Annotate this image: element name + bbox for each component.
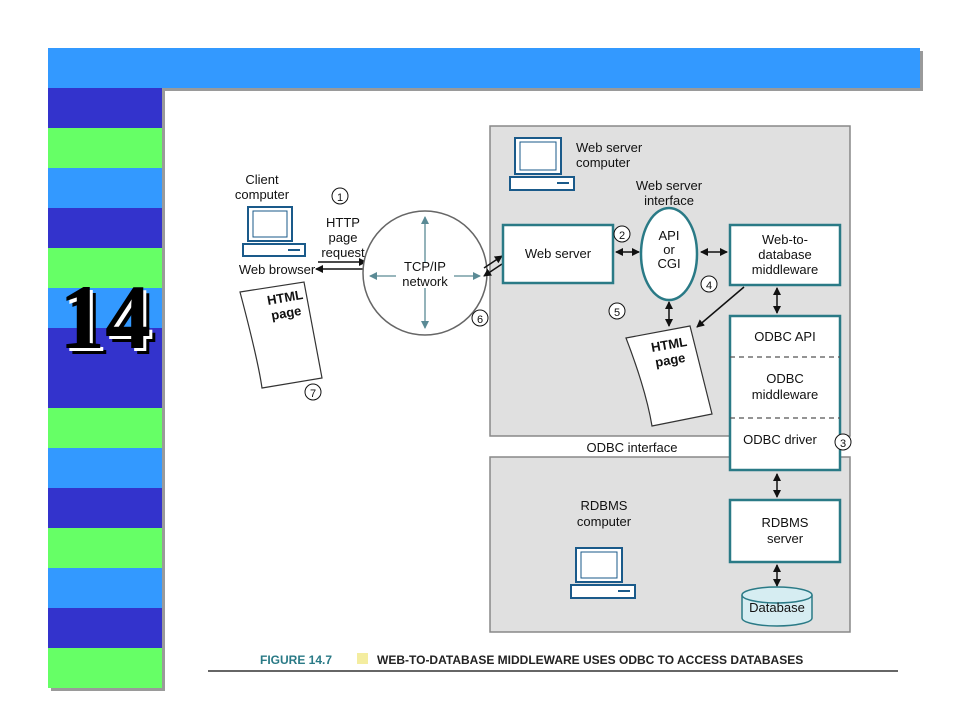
caption-square-icon [357,653,368,664]
web-server-computer-icon [509,137,575,191]
web-server-interface-line1: Web server [636,178,703,193]
web-browser-label: Web browser [239,262,316,277]
stripe [48,448,162,488]
stripe [48,608,162,648]
server-html-page-icon [625,325,713,427]
stripe [48,168,162,208]
stripe [48,248,162,288]
step-6-marker: 6 [471,309,489,327]
step-7-marker: 7 [304,383,322,401]
web-server-box [501,223,615,285]
rdbms-computer-line1: RDBMS [581,498,628,513]
web-server-computer-line2: computer [576,155,631,170]
client-title-line1: Client [245,172,279,187]
client-html-page-line2: page [270,303,302,323]
stripe [48,208,162,248]
svg-text:1: 1 [337,192,343,204]
step-2-marker: 2 [613,225,631,243]
middleware-line3: middleware [752,262,818,277]
odbc-middleware-line2: middleware [752,387,818,402]
api-label-line2: or [663,242,675,257]
svg-text:7: 7 [310,388,316,400]
stripe [48,568,162,608]
stripe [48,328,162,368]
top-banner-bar [48,48,920,88]
server-html-page-line1: HTML [650,334,688,355]
odbc-interface-label: ODBC interface [586,440,677,455]
server-html-page-line2: page [654,350,686,370]
middleware-line1: Web-to- [762,232,808,247]
rdbms-server-line2: server [767,531,804,546]
step-1-marker: 1 [331,187,349,205]
svg-text:4: 4 [706,280,712,292]
stripe [48,368,162,408]
stripe [48,408,162,448]
database-cylinder-icon [741,586,813,627]
api-label-line1: API [659,228,680,243]
stripe [48,128,162,168]
middleware-box [728,223,842,287]
step-3-marker: 3 [834,433,852,451]
figure-title: WEB-TO-DATABASE MIDDLEWARE USES ODBC TO … [377,653,803,667]
odbc-stack-box [728,314,842,472]
api-label-line3: CGI [657,256,680,271]
api-cgi-ellipse [639,206,699,302]
client-html-page-icon [239,281,323,389]
stripe [48,88,162,128]
stripe [48,648,162,688]
database-label: Database [749,600,805,615]
middleware-line2: database [758,247,812,262]
stripe [48,288,162,328]
step-4-marker: 4 [700,275,718,293]
chapter-number: 14 [59,266,151,368]
odbc-middleware-line1: ODBC [766,371,804,386]
svg-text:5: 5 [614,307,620,319]
step-5-marker: 5 [608,302,626,320]
odbc-driver-label: ODBC driver [743,432,817,447]
rdbms-server-line1: RDBMS [762,515,809,530]
web-server-box-label: Web server [525,246,592,261]
svg-text:2: 2 [619,230,625,242]
http-label-line3: request [321,245,365,260]
left-stripe-bar [48,88,162,688]
http-label-line2: page [329,230,358,245]
web-server-computer-line1: Web server [576,140,643,155]
web-server-interface-line2: interface [644,193,694,208]
http-label-line1: HTTP [326,215,360,230]
client-title-line2: computer [235,187,290,202]
network-label-line1: TCP/IP [404,259,446,274]
odbc-api-label: ODBC API [754,329,815,344]
rdbms-computer-line2: computer [577,514,632,529]
figure-number: FIGURE 14.7 [260,653,332,667]
svg-text:3: 3 [840,438,846,450]
client-computer-icon [242,206,306,257]
svg-text:6: 6 [477,314,483,326]
client-html-page-line1: HTML [266,287,304,308]
stripe [48,528,162,568]
stripe [48,488,162,528]
rdbms-server-box [728,498,842,564]
rdbms-computer-icon [570,547,636,599]
network-label-line2: network [402,274,448,289]
